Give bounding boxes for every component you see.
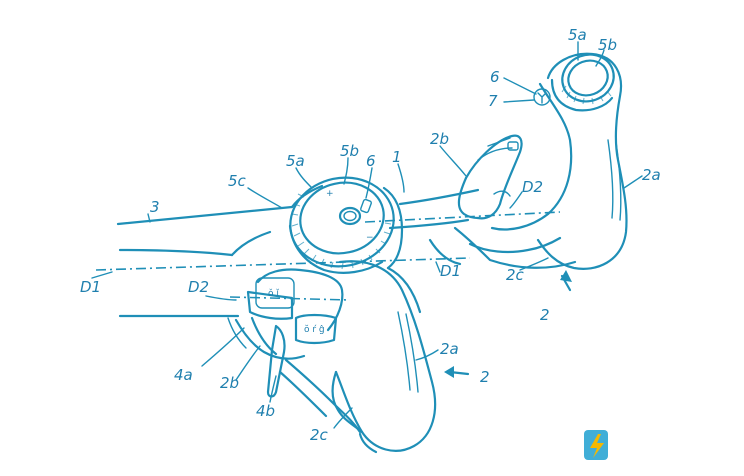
- label-6-right: 6: [490, 68, 500, 86]
- reference-labels: 3 5c 5a 5b 6 1 2b D2 5a 5b 6 7 2a D1 D1 …: [80, 26, 661, 444]
- watermark: 电动工坊 diandonggf.com: [584, 430, 720, 472]
- label-D2-left: D2: [188, 278, 209, 296]
- leader-lines: [91, 41, 643, 429]
- right-knob: [550, 53, 615, 112]
- right-small-button: [533, 88, 551, 106]
- label-2-mid: 2: [480, 368, 490, 386]
- axis-lines: [95, 211, 561, 301]
- lightning-icon: [590, 434, 604, 458]
- label-2c-bottom: 2c: [310, 426, 329, 444]
- label-D1-left: D1: [80, 278, 101, 296]
- label-2c-right: 2c: [506, 266, 525, 284]
- button-pod: ǒ ǐ ŏ ŕ ĝ: [227, 268, 362, 434]
- label-4a: 4a: [174, 366, 193, 384]
- label-4b: 4b: [256, 402, 275, 420]
- label-5a-main: 5a: [286, 152, 305, 170]
- label-5b-main: 5b: [340, 142, 359, 160]
- label-2b-top: 2b: [430, 130, 449, 148]
- pod-button-1-glyph: ǒ ǐ: [268, 288, 279, 299]
- label-5b-right: 5b: [598, 36, 617, 54]
- label-7: 7: [488, 92, 498, 110]
- label-2a-right: 2a: [642, 166, 661, 184]
- main-knob: + −: [288, 176, 395, 274]
- label-5a-right: 5a: [568, 26, 587, 44]
- label-2b-bottom: 2b: [220, 374, 239, 392]
- handlebar-tube: [116, 188, 480, 318]
- right-switch-housing: [457, 134, 523, 220]
- label-1: 1: [392, 148, 402, 166]
- watermark-subtext: diandonggf.com: [586, 466, 626, 472]
- label-2-right: 2: [540, 306, 550, 324]
- label-5c: 5c: [228, 172, 247, 190]
- label-3: 3: [150, 198, 160, 216]
- watermark-text: 电动工坊: [612, 434, 720, 465]
- pod-button-2-glyph: ŏ ŕ ĝ: [304, 325, 325, 335]
- right-grip: [428, 52, 628, 270]
- label-6-main: 6: [366, 152, 376, 170]
- reference-arrows: [444, 270, 572, 378]
- knob-minus-glyph: −: [366, 233, 374, 243]
- label-2a-mid: 2a: [440, 340, 459, 358]
- knob-plus-glyph: +: [326, 189, 334, 199]
- label-D2-right: D2: [522, 178, 543, 196]
- label-D1-mid: D1: [440, 262, 461, 280]
